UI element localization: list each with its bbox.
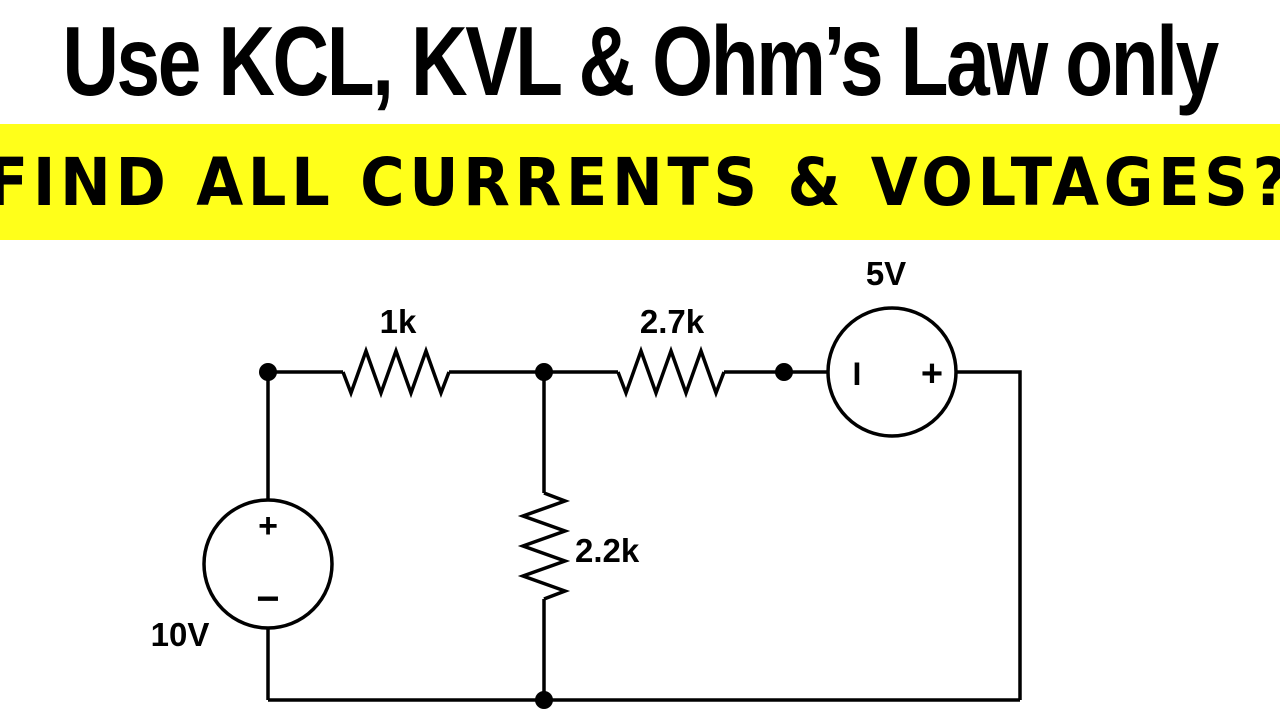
v1-minus-sign: − <box>256 577 279 621</box>
v2-plus-sign: + <box>921 353 943 395</box>
subtitle-banner: FIND ALL CURRENTS & VOLTAGES? <box>0 124 1280 240</box>
v2-label: 5V <box>866 255 906 292</box>
node-top-right <box>775 363 793 381</box>
v1-plus-sign: + <box>258 507 278 545</box>
v1-label: 10V <box>151 616 210 653</box>
node-top-left <box>259 363 277 381</box>
resistor-2-2k <box>517 491 571 601</box>
voltage-source-5v <box>826 306 958 438</box>
v2-minus-sign: I <box>853 356 862 392</box>
voltage-source-10v <box>202 498 334 630</box>
resistor-2-7k <box>616 345 726 399</box>
r1-label: 1k <box>380 303 417 340</box>
title: Use KCL, KVL & Ohm’s Law only <box>0 0 1280 122</box>
node-bottom-middle <box>535 691 553 709</box>
resistor-1k <box>341 345 451 399</box>
r2-label: 2.7k <box>640 303 705 340</box>
node-top-middle <box>535 363 553 381</box>
r3-label: 2.2k <box>575 532 640 569</box>
subtitle-text: FIND ALL CURRENTS & VOLTAGES? <box>0 143 1280 221</box>
title-text: Use KCL, KVL & Ohm’s Law only <box>62 5 1220 116</box>
wire-right-top <box>956 370 1022 700</box>
